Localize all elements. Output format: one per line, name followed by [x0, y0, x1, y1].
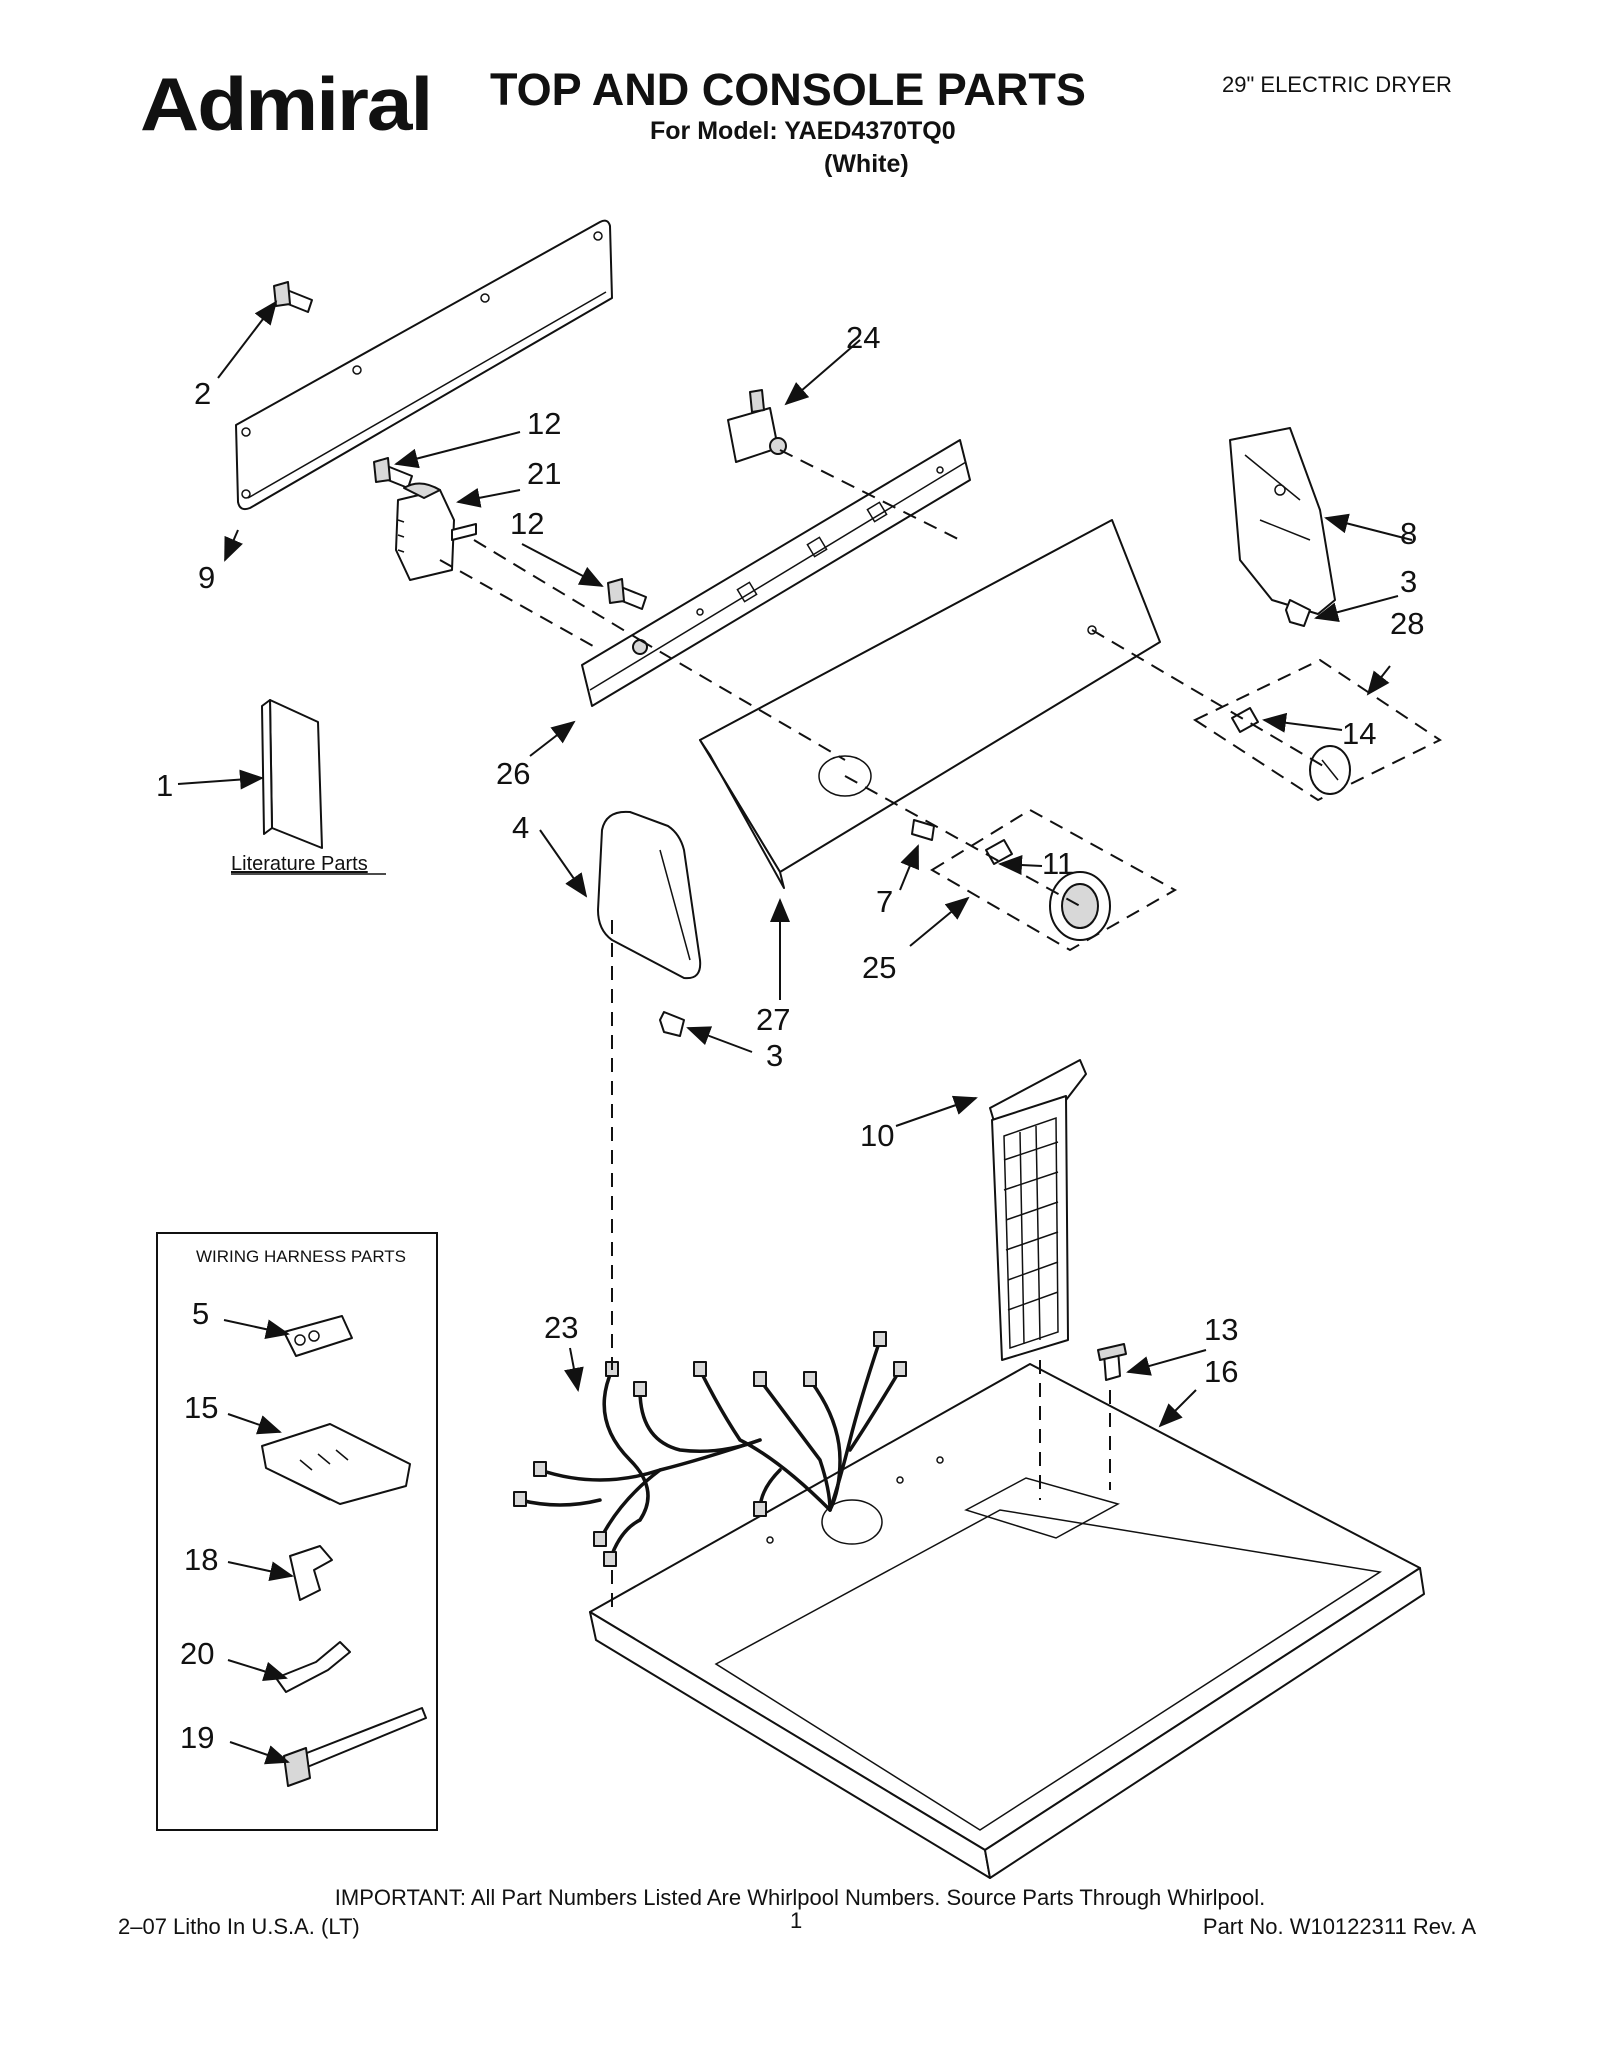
footer-part-number: Part No. W10122311 Rev. A [1202, 1914, 1476, 1939]
wiring-harness-parts-box [156, 1232, 438, 1831]
callout-11: 11 [1042, 846, 1074, 881]
callout-10: 10 [860, 1118, 894, 1153]
callout-26: 26 [496, 756, 530, 791]
console-part-27 [699, 519, 1161, 889]
wiring-harness-title: WIRING HARNESS PARTS [196, 1247, 406, 1266]
callout-20: 20 [180, 1636, 214, 1671]
page-number: 1 [790, 1908, 803, 1933]
callout-12-top: 12 [527, 406, 561, 441]
callout-16: 16 [1204, 1354, 1238, 1389]
callout-14: 14 [1342, 716, 1376, 751]
lint-screen-part-10 [989, 1059, 1087, 1361]
connector-block-part-15 [261, 1423, 411, 1505]
callout-labels: 2 12 21 12 9 24 8 3 28 14 26 1 4 11 7 25… [156, 320, 1424, 1755]
literature-part-1 [261, 699, 323, 849]
wiring-harness-part-23 [513, 1331, 907, 1567]
rear-panel-part-9 [235, 219, 613, 511]
knob-kit-part-25 [930, 808, 1178, 952]
callout-27: 27 [756, 1002, 790, 1037]
callout-12-bottom: 12 [510, 506, 544, 541]
console-end-cap-left-part-4 [597, 810, 702, 980]
page-title: TOP AND CONSOLE PARTS [490, 64, 1086, 115]
callout-4: 4 [512, 810, 529, 845]
connector-part-5 [283, 1315, 353, 1357]
cable-tie-part-19 [283, 1707, 427, 1787]
callout-5: 5 [192, 1296, 209, 1331]
callout-21: 21 [527, 456, 561, 491]
screw-part-12-bottom [607, 578, 647, 610]
screw-part-12-top [373, 457, 413, 489]
timer-part-21 [395, 482, 477, 581]
callout-19: 19 [180, 1720, 214, 1755]
console-end-cap-right-part-8 [1229, 427, 1336, 615]
harness-connectors [513, 1331, 907, 1567]
footer-important-note: IMPORTANT: All Part Numbers Listed Are W… [334, 1885, 1266, 1910]
callout-9: 9 [198, 560, 215, 595]
screw-part-2 [273, 281, 313, 313]
callout-8: 8 [1400, 516, 1417, 551]
clip-part-18 [289, 1545, 333, 1601]
assembly-dashed-lines [439, 449, 1331, 1610]
callout-24: 24 [846, 320, 880, 355]
product-type: 29" ELECTRIC DRYER [1222, 72, 1452, 97]
knob-kit-part-28 [1192, 658, 1442, 802]
callout-leaders [177, 300, 1413, 1765]
clip-part-3-left [659, 1011, 685, 1037]
callout-25: 25 [862, 950, 896, 985]
callout-28: 28 [1390, 606, 1424, 641]
terminal-part-20 [275, 1641, 351, 1693]
callout-15: 15 [184, 1390, 218, 1425]
callout-23: 23 [544, 1310, 578, 1345]
screw-part-13 [1097, 1343, 1127, 1381]
callout-3-left: 3 [766, 1038, 783, 1073]
brand-logo: Admiral [140, 62, 433, 147]
callout-2: 2 [194, 376, 211, 411]
callout-1: 1 [156, 768, 173, 803]
literature-parts-label: Literature Parts [231, 853, 368, 875]
model-line: For Model: YAED4370TQ0 [650, 117, 956, 145]
control-bracket-part-26 [581, 439, 971, 707]
callout-7: 7 [876, 884, 893, 919]
switch-part-24 [727, 389, 787, 463]
color-line: (White) [824, 150, 909, 178]
footer-litho: 2–07 Litho In U.S.A. (LT) [118, 1914, 360, 1939]
callout-13: 13 [1204, 1312, 1238, 1347]
callout-18: 18 [184, 1542, 218, 1577]
dryer-top-part-16 [589, 1363, 1425, 1879]
callout-3-right: 3 [1400, 564, 1417, 599]
screw-part-7 [911, 819, 935, 841]
clip-part-3-right [1285, 599, 1311, 627]
